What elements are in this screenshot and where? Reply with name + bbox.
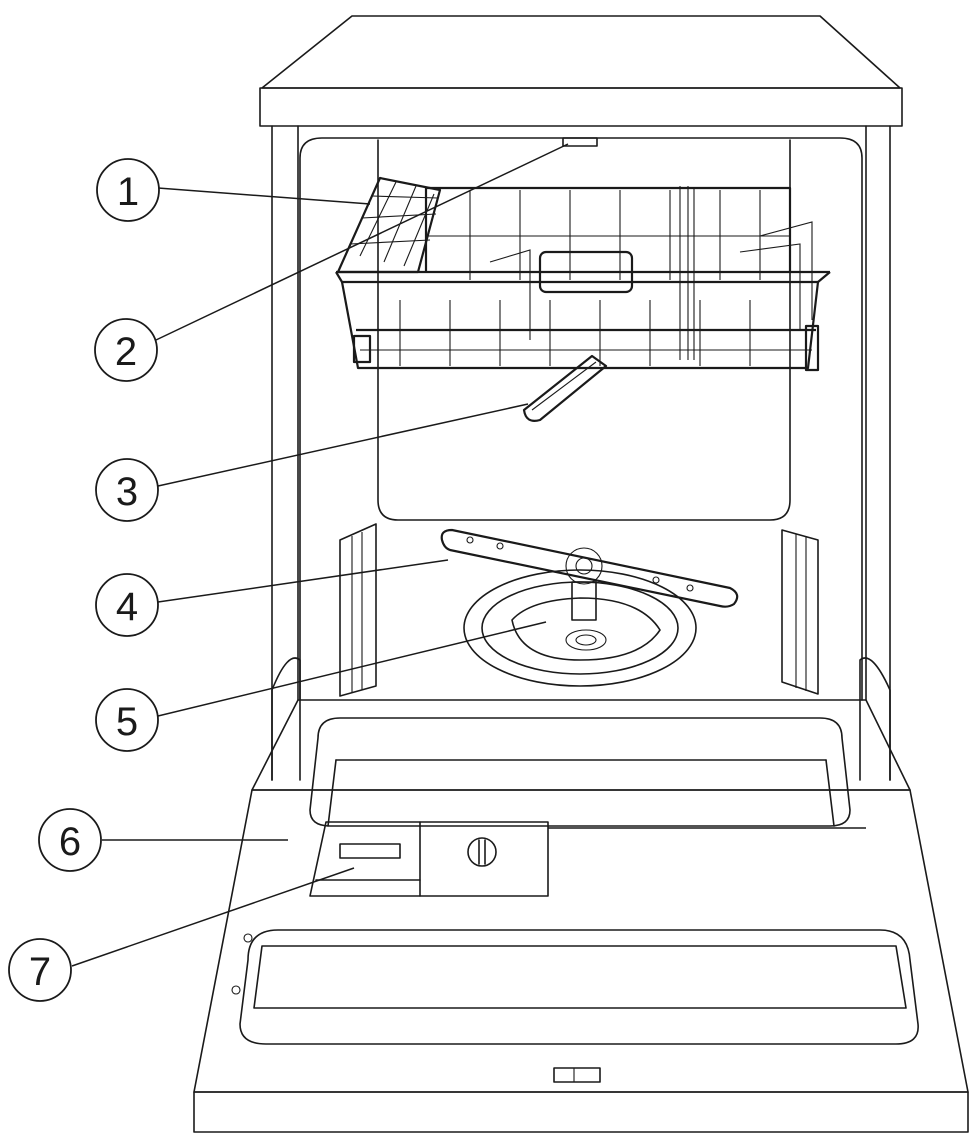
countertop [259,15,903,127]
dispenser [309,821,549,897]
leader-5 [157,621,547,717]
callout-6: 6 [38,808,102,872]
callout-4-label: 4 [116,585,138,629]
upper-spray-arm [522,354,608,422]
plate-supports [489,186,813,360]
callout-6-label: 6 [59,820,81,864]
callout-3: 3 [95,458,159,522]
leader-2 [155,143,569,341]
door-hinges [271,657,891,781]
leader-4 [157,559,449,603]
callout-5-label: 5 [116,700,138,744]
leader-7 [71,867,355,967]
callout-5: 5 [95,688,159,752]
cup-rack [336,176,442,274]
rack-rail-left [339,523,377,697]
lower-spray-arm [440,528,739,621]
leader-3 [157,403,529,487]
rack-rail-right [781,529,819,695]
cabinet-body [271,125,891,781]
callout-2: 2 [94,318,158,382]
open-door [193,699,969,1133]
callout-4: 4 [95,573,159,637]
callout-7: 7 [8,938,72,1002]
leader-1 [157,187,371,205]
callout-7-label: 7 [29,950,51,994]
callout-2-label: 2 [115,330,137,374]
filter-assembly [463,569,697,687]
leader-lines [71,143,866,967]
callout-3-label: 3 [116,470,138,514]
callout-1-label: 1 [117,170,139,214]
callout-1: 1 [96,158,160,222]
